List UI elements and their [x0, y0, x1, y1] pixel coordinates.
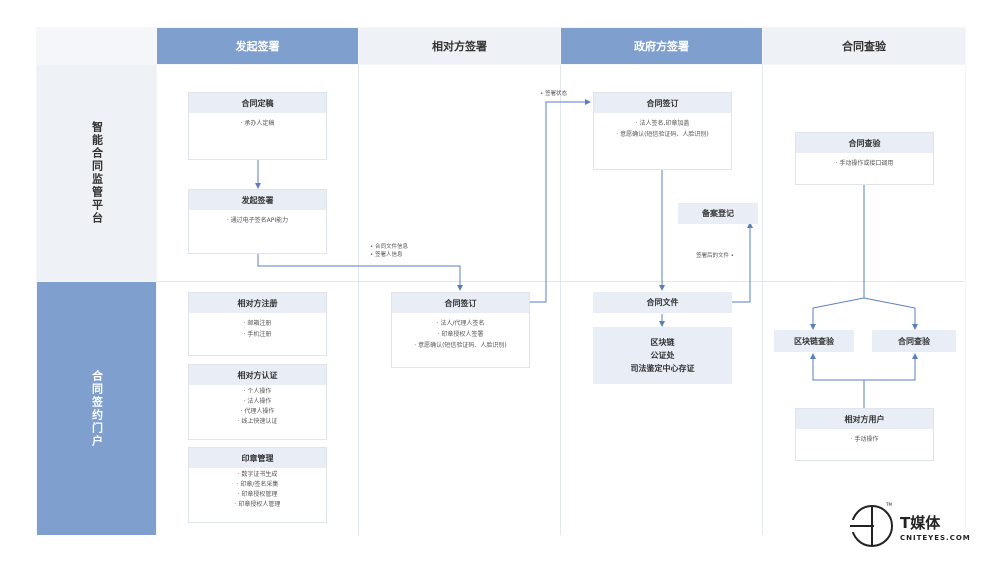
note-item: • 合同文件信息 [370, 244, 408, 250]
column-divider [560, 65, 561, 535]
card-item: · 承办人定稿 [240, 120, 275, 127]
card-title: 相对方认证 [189, 365, 326, 385]
card-item: · 通过电子签名API能力 [226, 217, 289, 224]
card-item: · 印章/签名采集 [236, 481, 279, 488]
row-label-platform: 智能合同监管平台 [37, 65, 156, 281]
box-contract-verify: 合同查验 [872, 330, 956, 352]
card-item: · 手机注册 [243, 331, 272, 338]
column-header-verify: 合同查验 [763, 28, 965, 64]
card-item: · 法人签名,印章加盖 [635, 120, 690, 127]
card-item: · 印章授权人签署 [437, 331, 484, 338]
card-title: 合同定稿 [189, 93, 326, 113]
card-title: 发起签署 [189, 190, 326, 210]
card-item: · 个人操作 [243, 388, 272, 395]
box-line: 区块链 [650, 338, 675, 347]
column-header-initiate: 发起签署 [157, 28, 358, 64]
card-title: 印章管理 [189, 448, 326, 468]
box-filing: 备案登记 [678, 203, 758, 224]
note-contract-info: • 合同文件信息 • 签署人信息 [370, 243, 408, 259]
logo-sub: CNITEYES.COM [900, 534, 971, 542]
card-government-sign: 合同签订 · 法人签名,印章加盖 · 意愿确认(短信验证码、人脸识别) [593, 92, 732, 170]
row-label-portal: 合同签约门户 [37, 282, 156, 535]
card-title: 相对方用户 [796, 409, 933, 429]
box-line: 司法鉴定中心存证 [630, 364, 695, 373]
card-verify-top: 合同查验 · 手动操作或接口调用 [795, 132, 934, 185]
card-title: 合同签订 [594, 93, 731, 113]
column-header-counterparty: 相对方签署 [359, 28, 560, 64]
card-counterparty-user: 相对方用户 · 手动操作 [795, 408, 934, 461]
box-blockchain-verify: 区块链查验 [774, 330, 854, 352]
card-contract-draft: 合同定稿 · 承办人定稿 [188, 92, 327, 160]
card-item: · 印章授权管理 [237, 491, 278, 498]
card-item: · 意愿确认(短信验证码、人脸识别) [616, 131, 709, 138]
box-contract-file: 合同文件 [593, 292, 732, 313]
card-title: 合同查验 [796, 133, 933, 153]
card-item: · 数字证书生成 [237, 471, 278, 478]
column-header-government: 政府方签署 [561, 28, 762, 64]
card-title: 相对方注册 [189, 293, 326, 313]
card-item: · 邮箱注册 [243, 320, 272, 327]
card-item: · 线上快速认证 [237, 418, 278, 425]
logo-tm: TM [886, 502, 892, 507]
logo-mark-icon [848, 505, 893, 547]
card-item: · 意愿确认(短信验证码、人脸识别) [414, 342, 507, 349]
row-divider [157, 281, 965, 282]
box-blockchain-notary: 区块链 公证处 司法鉴定中心存证 [593, 327, 732, 384]
card-item: · 手动操作或接口调用 [835, 160, 894, 167]
box-line: 公证处 [650, 351, 675, 360]
card-counterparty-sign: 合同签订 · 法人/代理人签名 · 印章授权人签署 · 意愿确认(短信验证码、人… [391, 292, 530, 368]
column-divider [358, 65, 359, 535]
card-title: 合同签订 [392, 293, 529, 313]
card-item: · 法人操作 [243, 398, 272, 405]
logo: TM T媒体 CNITEYES.COM [848, 502, 998, 554]
card-counterparty-register: 相对方注册 · 邮箱注册 · 手机注册 [188, 292, 327, 356]
card-seal-management: 印章管理 · 数字证书生成 · 印章/签名采集 · 印章授权管理 · 印章授权人… [188, 447, 327, 523]
card-item: · 印章授权人管理 [234, 501, 281, 508]
card-counterparty-auth: 相对方认证 · 个人操作 · 法人操作 · 代理人操作 · 线上快速认证 [188, 364, 327, 440]
note-item: • 签署人信息 [370, 252, 403, 258]
card-item: · 法人/代理人签名 [436, 320, 485, 327]
card-item: · 代理人操作 [240, 408, 275, 415]
column-divider [762, 65, 763, 535]
card-initiate-sign: 发起签署 · 通过电子签名API能力 [188, 189, 327, 254]
note-sign-status: • 签署状态 [540, 91, 567, 97]
card-item: · 手动操作 [850, 436, 879, 443]
logo-brand: T媒体 [900, 514, 941, 532]
note-signed-file: 签署后的文件 • [696, 253, 734, 259]
